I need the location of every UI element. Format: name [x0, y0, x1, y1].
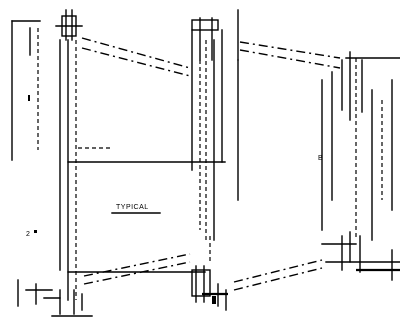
top-right-brace: [239, 41, 341, 69]
center-column: [191, 9, 239, 311]
right-column: B: [318, 51, 400, 281]
bottom-braces: [83, 253, 323, 291]
center-label-group: TYPICAL: [111, 204, 161, 214]
top-left-brace: [81, 37, 191, 77]
left-column: [11, 9, 226, 317]
center-label: TYPICAL: [116, 204, 149, 211]
right-mark: B: [318, 155, 323, 162]
left-mark: 2: [26, 231, 30, 238]
